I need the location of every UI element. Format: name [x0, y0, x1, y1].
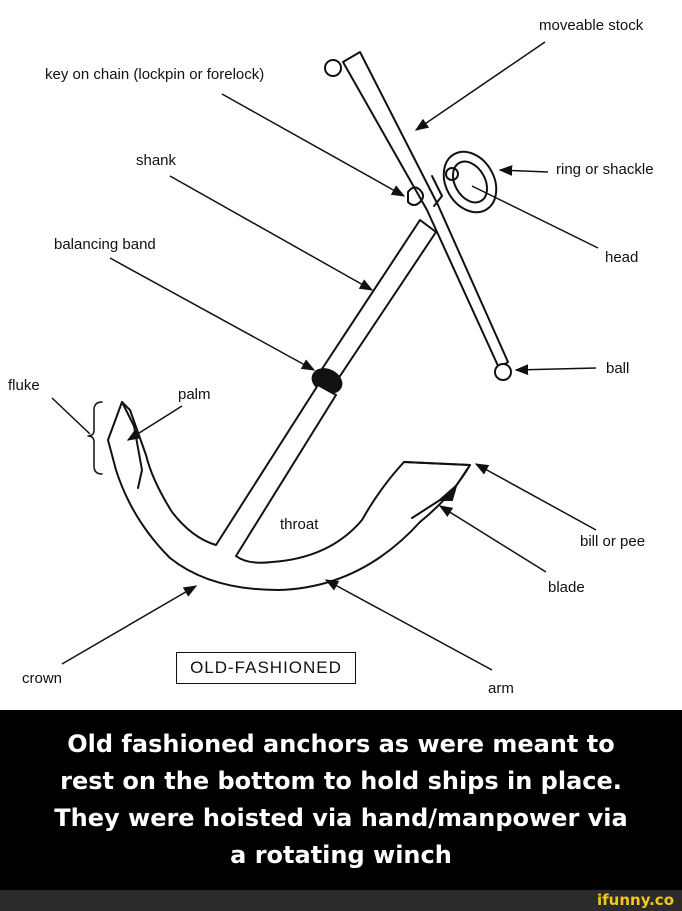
label-blade: blade: [548, 579, 585, 596]
arrow-palm: [126, 405, 183, 441]
label-throat: throat: [280, 516, 319, 533]
label-balancing-band: balancing band: [54, 236, 156, 253]
anchor-shank: [317, 219, 437, 386]
label-ring-or-shackle: ring or shackle: [556, 161, 654, 178]
label-palm: palm: [178, 386, 211, 403]
label-crown: crown: [22, 670, 63, 687]
label-key-on-chain: key on chain (lockpin or forelock): [45, 66, 265, 83]
label-fluke: fluke: [8, 377, 40, 394]
arrow-blade: [438, 505, 547, 573]
label-ball: ball: [606, 360, 630, 377]
footer-bar: ifunny.co: [0, 890, 682, 911]
stock-top-ball: [324, 59, 342, 77]
arrow-shank: [169, 175, 374, 291]
arrow-crown: [61, 585, 198, 665]
ring-or-shackle: [442, 150, 498, 214]
label-arm: arm: [488, 680, 514, 697]
caption-line-1: Old fashioned anchors as were meant to: [67, 730, 615, 758]
arrow-ring: [498, 165, 549, 176]
old-fashioned-title-box: OLD-FASHIONED: [176, 652, 356, 684]
stock-ball: [494, 363, 512, 381]
label-shank: shank: [136, 152, 177, 169]
palm-fluke: [121, 401, 143, 489]
arrow-ball: [514, 364, 597, 376]
key-on-chain: [407, 186, 424, 206]
label-head: head: [605, 249, 639, 266]
arrow-balancing-band: [109, 257, 316, 371]
arrow-bill: [474, 463, 597, 531]
arrow-key-on-chain: [221, 93, 406, 197]
ifunny-watermark[interactable]: ifunny.co: [597, 891, 674, 909]
line-fluke: [51, 397, 91, 435]
stock-bar: [342, 51, 509, 369]
arrow-arm: [324, 579, 493, 671]
anchor-body: [107, 384, 471, 591]
caption-panel: Old fashioned anchors as were meant to r…: [0, 710, 682, 890]
label-bill-or-pee: bill or pee: [580, 533, 646, 550]
caption-line-4: a rotating winch: [230, 841, 452, 869]
caption-line-3: They were hoisted via hand/manpower via: [54, 804, 628, 832]
fluke-bracket: [87, 401, 103, 475]
arrow-moveable-stock: [414, 41, 546, 131]
anchor-diagram: moveable stock key on chain (lockpin or …: [8, 17, 654, 697]
line-head: [471, 185, 599, 249]
label-moveable-stock: moveable stock: [539, 17, 644, 34]
anchor-drawing: [51, 41, 599, 671]
caption-line-2: rest on the bottom to hold ships in plac…: [60, 767, 622, 795]
